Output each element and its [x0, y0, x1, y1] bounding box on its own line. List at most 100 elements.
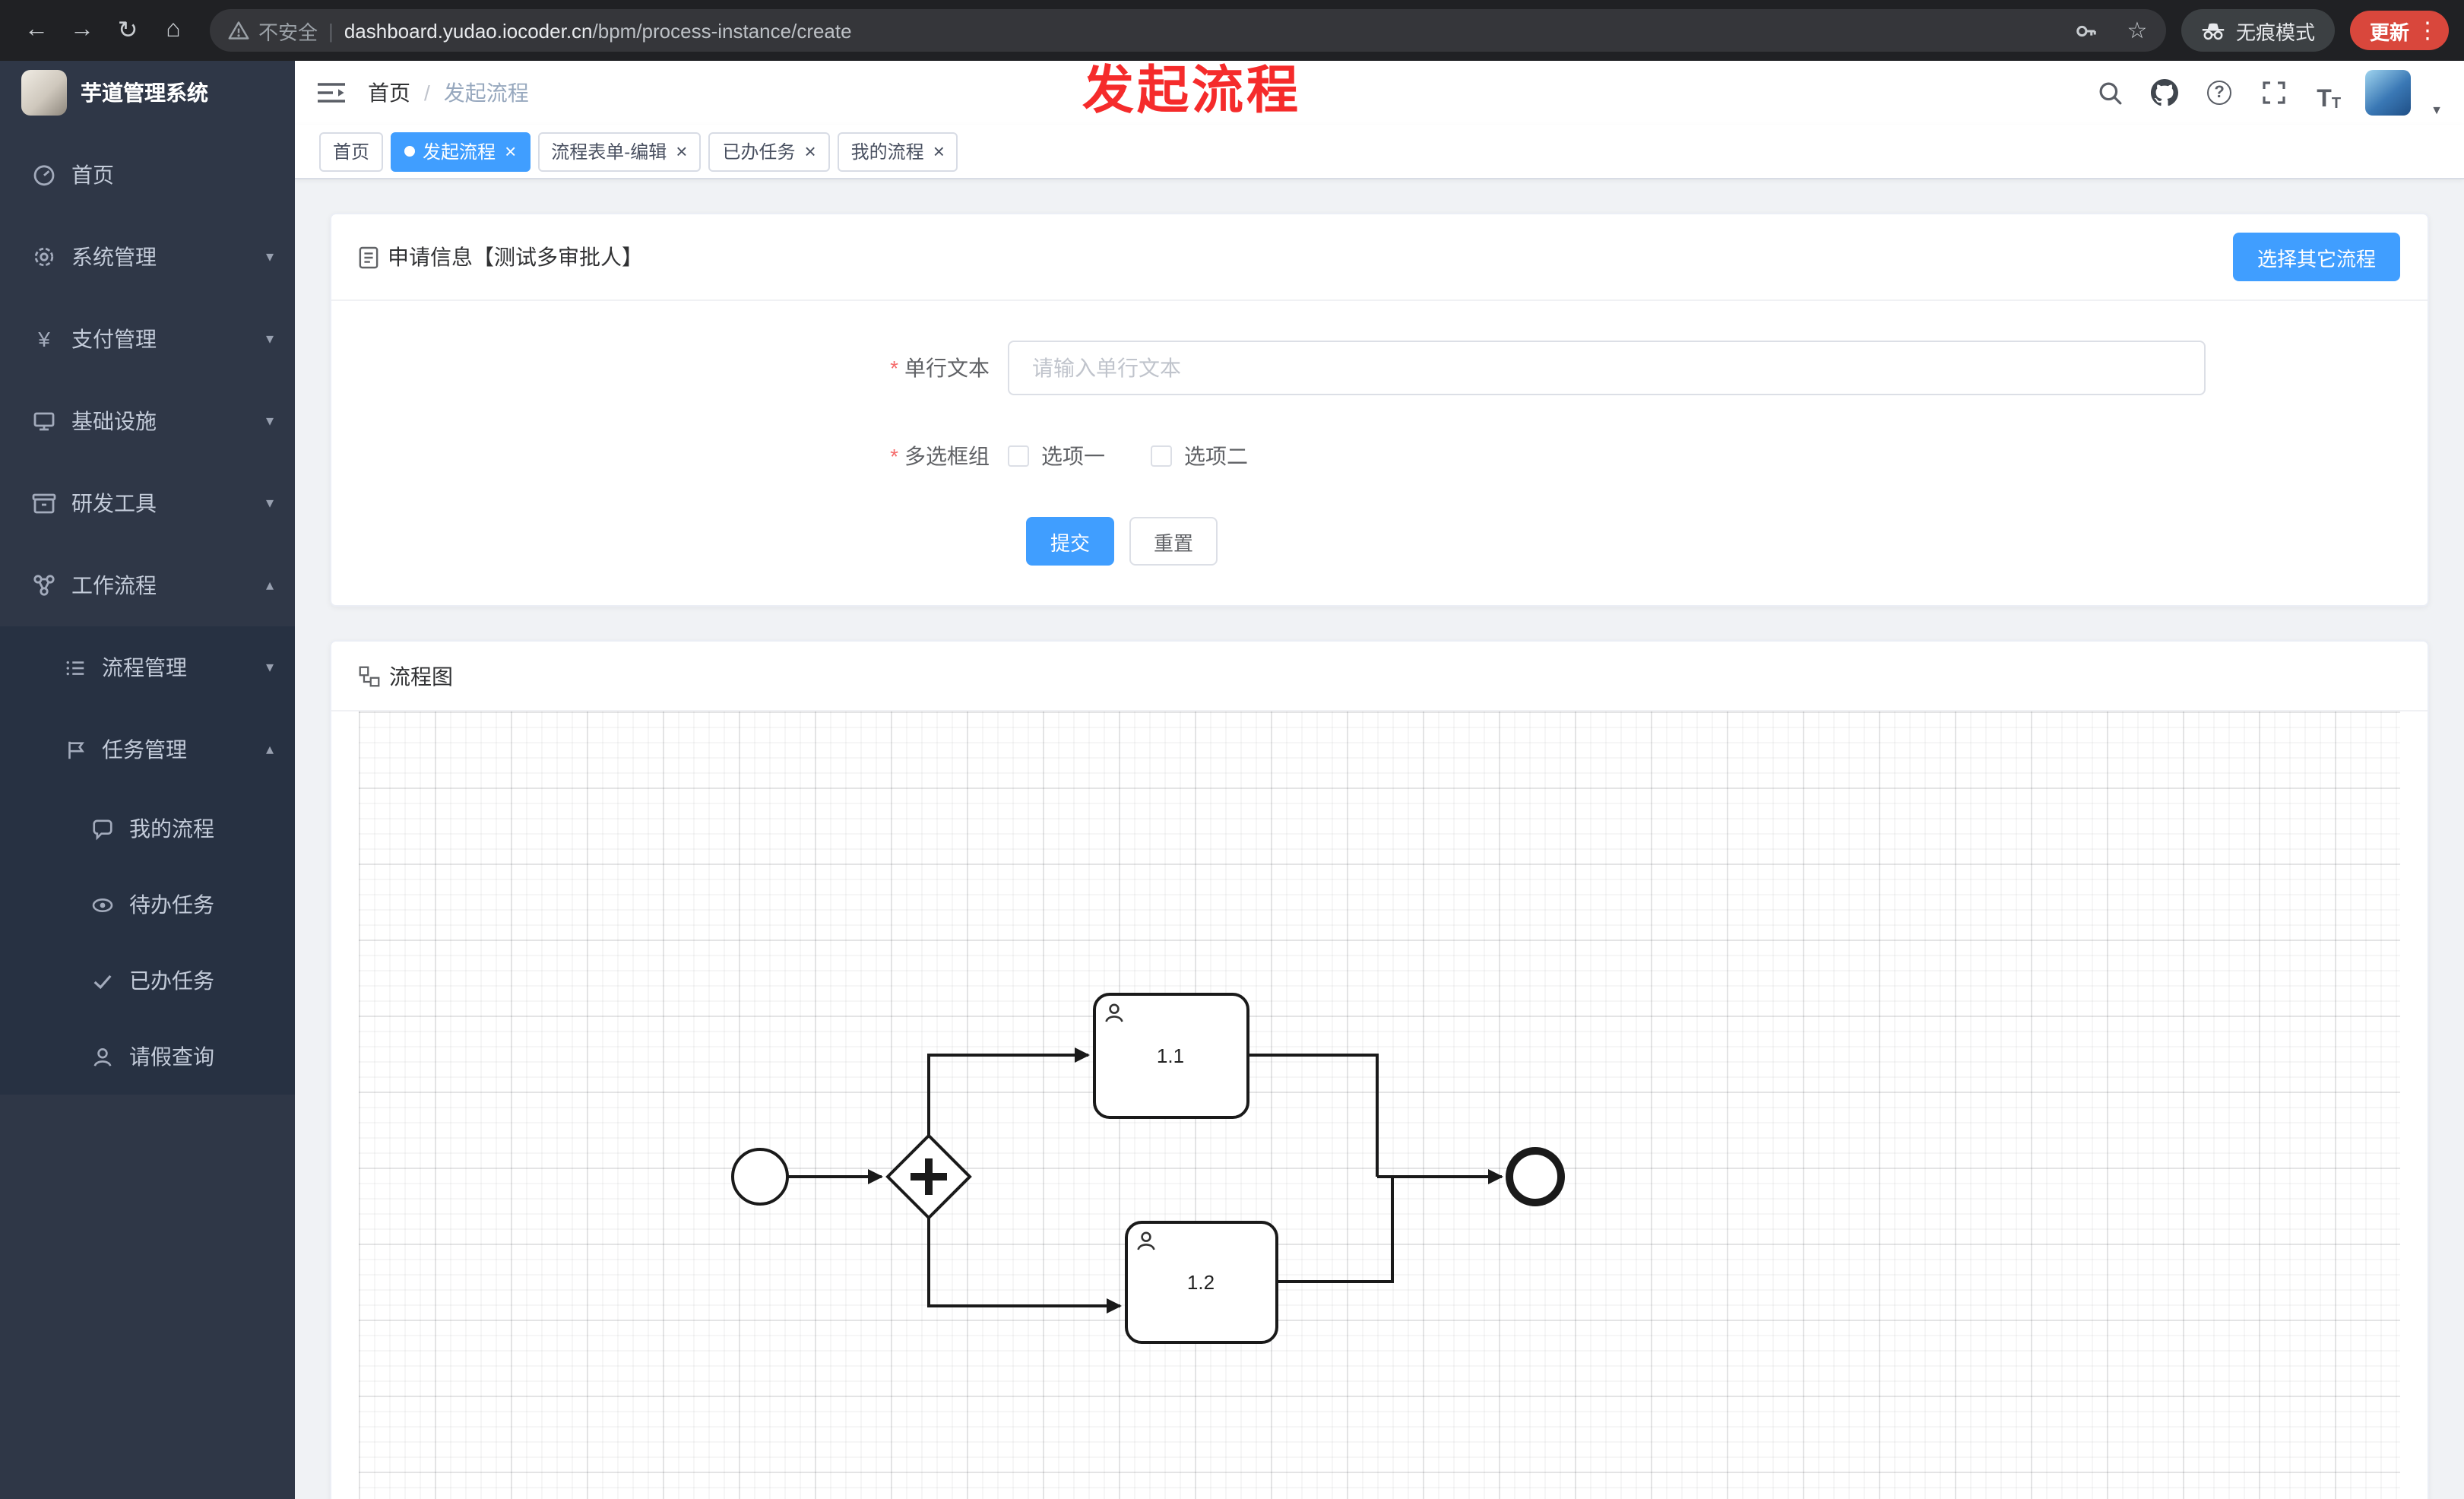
browser-menu-icon[interactable]: ⋮ [2416, 18, 2439, 44]
sidebar-item-label: 首页 [71, 163, 114, 187]
workflow-icon [30, 573, 58, 597]
address-bar[interactable]: 不安全 | dashboard.yudao.iocoder.cn/bpm/pro… [210, 9, 2166, 52]
sidebar-item-my-process[interactable]: 我的流程 [0, 791, 295, 867]
sidebar-item-process-mgmt[interactable]: 流程管理 ▾ [0, 626, 295, 708]
search-icon[interactable] [2092, 73, 2128, 113]
select-other-process-button[interactable]: 选择其它流程 [2232, 233, 2400, 281]
sidebar-item-label: 我的流程 [129, 816, 214, 841]
sidebar-item-label: 基础设施 [71, 409, 157, 433]
flag-icon [61, 738, 88, 761]
chevron-down-icon: ▾ [265, 495, 274, 512]
flow-task2-to-end[interactable] [1277, 1177, 1394, 1283]
breadcrumb-current: 发起流程 [443, 81, 529, 105]
sidebar-item-infra[interactable]: 基础设施 ▾ [0, 380, 295, 462]
tab-label: 首页 [333, 141, 370, 163]
breadcrumb-separator: / [424, 81, 430, 105]
sidebar-collapse-icon[interactable] [313, 73, 350, 113]
tab-done-tasks[interactable]: 已办任务 × [708, 132, 830, 171]
close-icon[interactable]: × [676, 140, 688, 163]
tab-my-process[interactable]: 我的流程 × [837, 132, 958, 171]
sidebar-item-devtools[interactable]: 研发工具 ▾ [0, 462, 295, 544]
sidebar-menu: 首页 系统管理 ▾ ¥ 支付管理 ▾ 基础设施 ▾ 研发工具 ▾ [0, 125, 295, 1095]
flow-gateway-to-task1[interactable] [927, 1047, 1090, 1136]
sidebar-item-todo-tasks[interactable]: 待办任务 [0, 867, 295, 943]
process-list-icon [61, 656, 88, 679]
process-diagram-card: 流程图 [330, 640, 2429, 1499]
url-domain: dashboard.yudao.iocoder.cn [344, 19, 593, 42]
update-button[interactable]: 更新 ⋮ [2349, 11, 2449, 50]
checkbox-icon[interactable] [1151, 445, 1172, 467]
checkbox-label: 选项二 [1184, 444, 1248, 468]
home-icon[interactable]: ⌂ [166, 17, 181, 43]
sidebar-item-system[interactable]: 系统管理 ▾ [0, 216, 295, 298]
diagram-card-header: 流程图 [331, 642, 2428, 711]
close-icon[interactable]: × [933, 140, 945, 163]
tab-home[interactable]: 首页 [319, 132, 384, 171]
tab-process-form-edit[interactable]: 流程表单-编辑 × [537, 132, 702, 171]
main-content: 申请信息【测试多审批人】 选择其它流程 *单行文本 *多选框组 选项一 [295, 179, 2464, 1499]
logo-title: 芋道管理系统 [81, 81, 208, 105]
tab-bar: 首页 发起流程 × 流程表单-编辑 × 已办任务 × 我的流程 × [295, 125, 2464, 179]
sidebar-item-leave-query[interactable]: 请假查询 [0, 1019, 295, 1095]
sidebar-item-workflow[interactable]: 工作流程 ▴ [0, 544, 295, 626]
tab-label: 我的流程 [850, 141, 924, 163]
back-icon[interactable]: ← [24, 17, 49, 43]
dashboard-icon [30, 163, 58, 187]
flow-gateway-to-task2[interactable] [927, 1218, 1122, 1314]
reset-button[interactable]: 重置 [1129, 517, 1218, 566]
logo[interactable]: 芋道管理系统 [0, 61, 295, 125]
checkbox-option-1[interactable]: 选项一 [1008, 441, 1105, 471]
bookmark-star-icon[interactable]: ☆ [2127, 18, 2148, 44]
required-mark: * [890, 356, 898, 380]
sidebar-item-task-mgmt[interactable]: 任务管理 ▴ [0, 708, 295, 791]
sidebar-item-payment[interactable]: ¥ 支付管理 ▾ [0, 298, 295, 380]
apply-info-card: 申请信息【测试多审批人】 选择其它流程 *单行文本 *多选框组 选项一 [330, 213, 2429, 607]
fullscreen-icon[interactable] [2256, 73, 2292, 113]
checkbox-icon[interactable] [1008, 445, 1029, 467]
apply-form: *单行文本 *多选框组 选项一 选项二 [331, 301, 2428, 605]
incognito-label: 无痕模式 [2235, 21, 2315, 43]
help-icon[interactable]: ? [2201, 73, 2238, 113]
tab-initiate-process[interactable]: 发起流程 × [391, 132, 530, 171]
avatar[interactable] [2365, 70, 2412, 116]
security-status[interactable]: 不安全 [228, 16, 318, 45]
forward-icon[interactable]: → [70, 17, 94, 43]
flow-task1-to-end[interactable] [1248, 1054, 1379, 1177]
bpmn-user-task-1-1[interactable]: 1.1 [1093, 993, 1249, 1119]
bpmn-end-event[interactable] [1506, 1147, 1565, 1206]
chevron-down-icon: ▾ [265, 249, 274, 265]
submenu-workflow: 流程管理 ▾ 任务管理 ▴ 我的流程 待办任务 [0, 626, 295, 1095]
active-dot [404, 146, 416, 157]
checkbox-group-label-text: 多选框组 [904, 444, 990, 468]
omnibox-divider: | [328, 19, 334, 42]
bpmn-canvas[interactable]: 1.1 1.2 [359, 711, 2400, 1499]
close-icon[interactable]: × [505, 140, 517, 163]
bpmn-parallel-gateway[interactable] [885, 1133, 972, 1220]
bpmn-user-task-1-2[interactable]: 1.2 [1125, 1221, 1278, 1344]
github-icon[interactable] [2146, 73, 2183, 113]
user-icon [88, 1045, 116, 1068]
chevron-down-icon: ▾ [265, 659, 274, 676]
required-mark: * [890, 444, 898, 468]
user-task-icon [1137, 1231, 1155, 1250]
checkbox-option-2[interactable]: 选项二 [1151, 441, 1248, 471]
url-text: dashboard.yudao.iocoder.cn/bpm/process-i… [344, 19, 2057, 42]
user-task-icon [1105, 1003, 1123, 1022]
task-label: 1.2 [1187, 1271, 1215, 1294]
sidebar-item-done-tasks[interactable]: 已办任务 [0, 943, 295, 1019]
task-label: 1.1 [1157, 1044, 1184, 1067]
single-line-text-input[interactable] [1008, 341, 2206, 395]
breadcrumb-home[interactable]: 首页 [368, 81, 410, 105]
submit-button[interactable]: 提交 [1026, 517, 1115, 566]
incognito-icon [2202, 22, 2225, 40]
sidebar-item-label: 流程管理 [102, 655, 187, 680]
reload-icon[interactable]: ↻ [117, 18, 138, 44]
sidebar-item-home[interactable]: 首页 [0, 134, 295, 216]
apply-card-title: 申请信息【测试多审批人】 [359, 242, 643, 272]
bpmn-start-event[interactable] [731, 1148, 789, 1206]
caret-down-icon[interactable]: ▼ [2431, 103, 2443, 117]
close-icon[interactable]: × [804, 140, 816, 163]
key-icon[interactable] [2067, 11, 2107, 50]
